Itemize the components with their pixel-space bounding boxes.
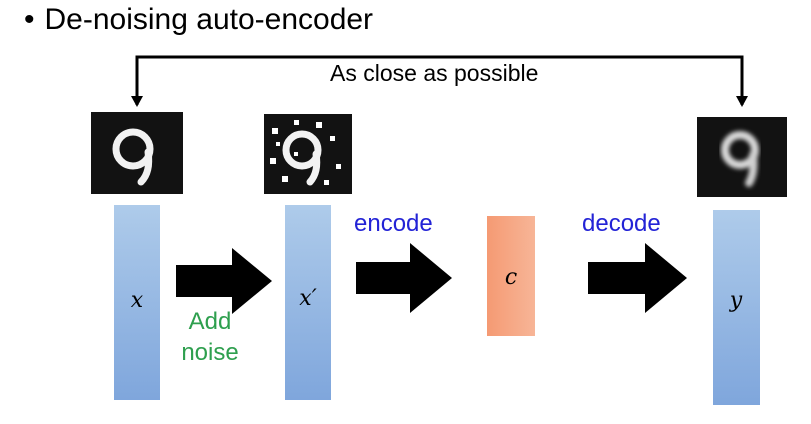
- label-x-prime: x′: [299, 286, 317, 311]
- code-vector-c: [487, 216, 535, 336]
- add-noise-line1: Add: [188, 308, 232, 335]
- label-c: c: [504, 265, 518, 290]
- decode-arrow: [588, 243, 687, 313]
- decode-label: decode: [582, 210, 661, 237]
- feedback-arrow-left: [131, 96, 143, 107]
- slide-title-text: De-noising auto-encoder: [44, 3, 374, 36]
- feedback-bracket: [135, 55, 744, 105]
- input-vector-x: [114, 205, 160, 400]
- noisy-vector-x-prime: [285, 205, 331, 400]
- label-y: y: [729, 288, 743, 313]
- add-noise-arrow: [176, 248, 272, 314]
- label-x: x: [130, 288, 144, 313]
- noisy-digit-image: [264, 114, 352, 194]
- encode-label: encode: [354, 210, 433, 237]
- as-close-as-possible-label: As close as possible: [330, 60, 539, 86]
- encode-arrow: [356, 243, 452, 313]
- bullet: •: [24, 3, 35, 36]
- slide-title: • De-noising auto-encoder: [24, 0, 373, 40]
- output-vector-y: [713, 210, 760, 405]
- add-noise-label: Add noise: [165, 306, 255, 368]
- output-digit-image: [697, 117, 787, 197]
- input-digit-image: [91, 112, 183, 194]
- feedback-arrow-right: [736, 96, 748, 107]
- add-noise-line2: noise: [181, 339, 239, 366]
